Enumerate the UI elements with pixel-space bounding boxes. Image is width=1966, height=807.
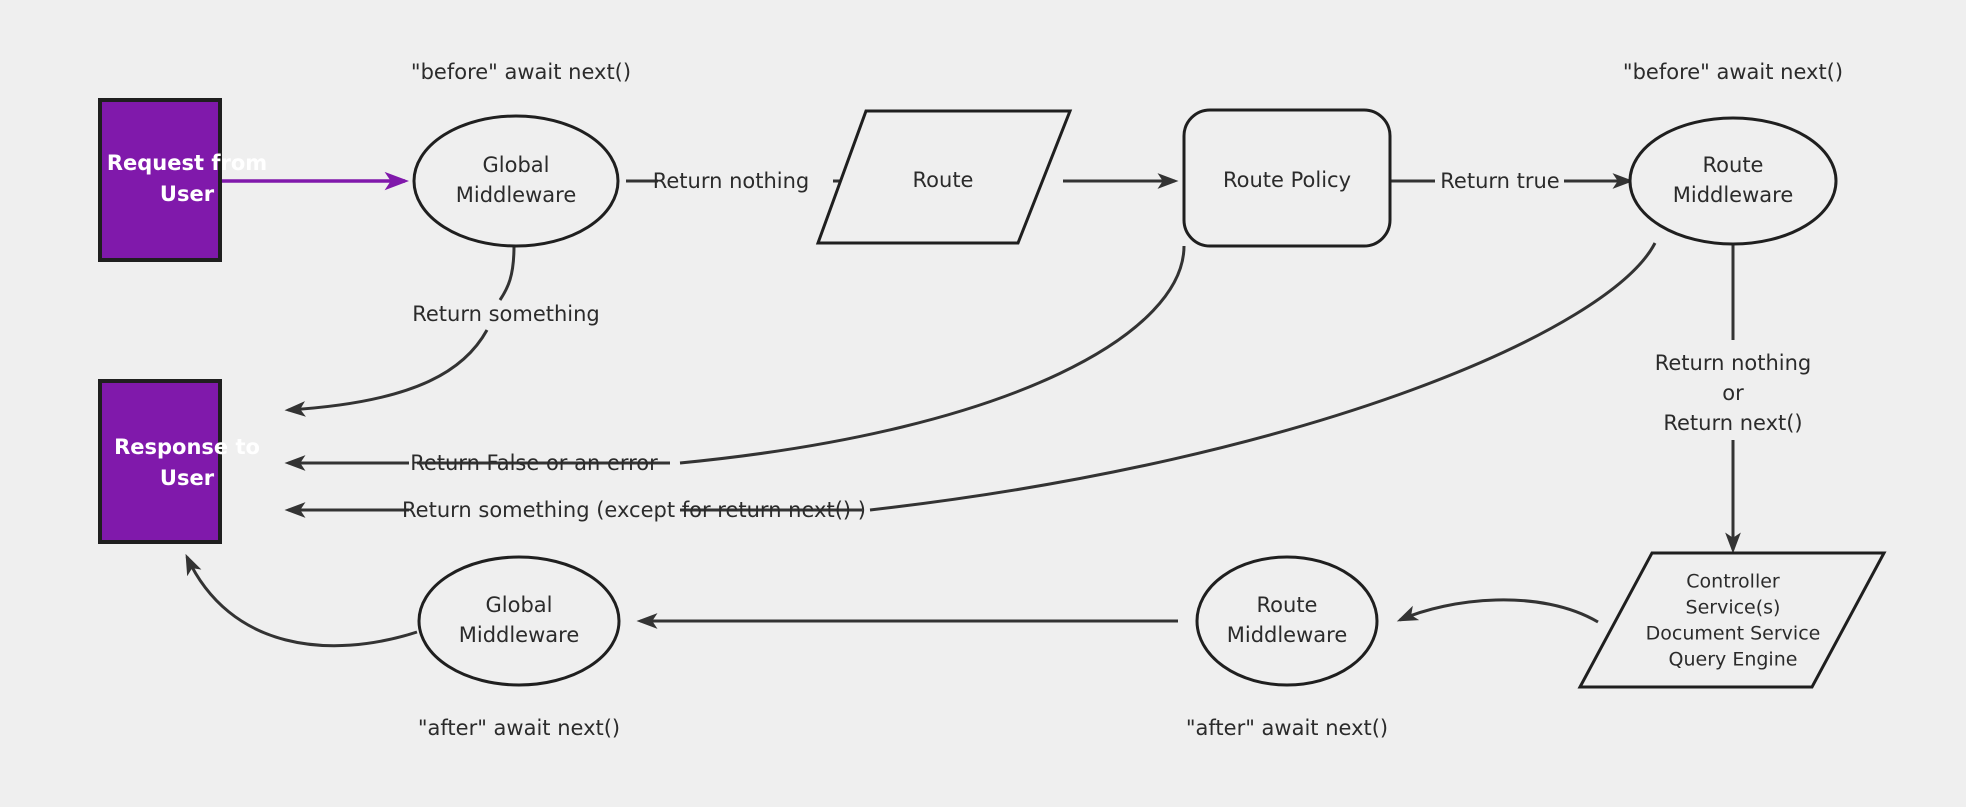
node-route-policy[interactable]: Route Policy [1182,108,1392,248]
response-to-user-label-line2: User [160,466,215,490]
node-response-to-user[interactable]: Response to User [98,379,260,544]
route-middleware-bottom-label-line2: Middleware [1227,623,1348,647]
controller-label-line1: Controller [1686,571,1780,593]
route-middleware-bottom-label-line1: Route [1257,593,1318,617]
edge-label-return-true: Return true [1440,169,1559,193]
edge-label-return-something-except: Return something (except for return next… [402,498,866,522]
global-middleware-top-ellipse [412,114,620,248]
edge-global-to-label-return-something-upper [498,245,516,301]
annotation-before-await-next-route: "before" await next() [1623,60,1843,84]
controller-label-line3: Document Service [1646,623,1821,645]
controller-parallelogram [1577,551,1887,689]
request-from-user-box [98,98,222,262]
node-route[interactable]: Route [815,109,1073,245]
edge-label-return-something-to-response [284,329,489,417]
edge-label-return-false-or-error: Return False or an error [410,451,658,475]
node-route-middleware-bottom[interactable]: Route Middleware [1195,555,1379,687]
node-global-middleware-bottom[interactable]: Global Middleware [417,555,621,687]
global-middleware-top-label-line1: Global [483,153,550,177]
annotation-after-await-next-global: "after" await next() [418,716,620,740]
edge-label-return-nothing: Return nothing [653,169,810,193]
route-policy-box [1182,108,1392,248]
request-from-user-label-line1: Request from [107,151,267,175]
global-middleware-bottom-label-line1: Global [486,593,553,617]
route-middleware-top-ellipse [1628,116,1838,246]
route-policy-label: Route Policy [1223,168,1351,192]
edge-policy-to-label-return-false-curve [679,245,1186,465]
response-to-user-box [98,379,222,544]
route-label: Route [913,168,974,192]
edge-label-return-nothing-or-next-line1: Return nothing [1655,351,1812,375]
global-middleware-bottom-ellipse [417,555,621,687]
edge-global-middleware-bottom-to-response [185,553,418,648]
response-to-user-label-line1: Response to [114,435,260,459]
node-controller-services[interactable]: Controller Service(s) Document Service Q… [1577,551,1887,689]
global-middleware-bottom-label-line2: Middleware [459,623,580,647]
route-parallelogram [815,109,1073,245]
edge-label-return-nothing-or-next-line2: or [1722,381,1744,405]
annotation-before-await-next-global: "before" await next() [411,60,631,84]
controller-label-line4: Query Engine [1669,649,1798,671]
node-global-middleware-top[interactable]: Global Middleware [412,114,620,248]
edge-label-return-nothing-or-next-line3: Return next() [1663,411,1802,435]
node-request-from-user[interactable]: Request from User [98,98,267,262]
node-route-middleware-top[interactable]: Route Middleware [1628,116,1838,246]
route-middleware-top-label-line1: Route [1703,153,1764,177]
edge-label-return-something: Return something [412,302,600,326]
route-middleware-top-label-line2: Middleware [1673,183,1794,207]
request-from-user-label-line2: User [160,182,215,206]
edge-route-middleware-to-label-except-curve [869,242,1657,512]
global-middleware-top-label-line2: Middleware [456,183,577,207]
route-middleware-bottom-ellipse [1195,555,1379,687]
annotation-after-await-next-route: "after" await next() [1186,716,1388,740]
controller-label-line2: Service(s) [1686,597,1781,619]
edge-controller-to-route-middleware-bottom [1396,598,1599,624]
